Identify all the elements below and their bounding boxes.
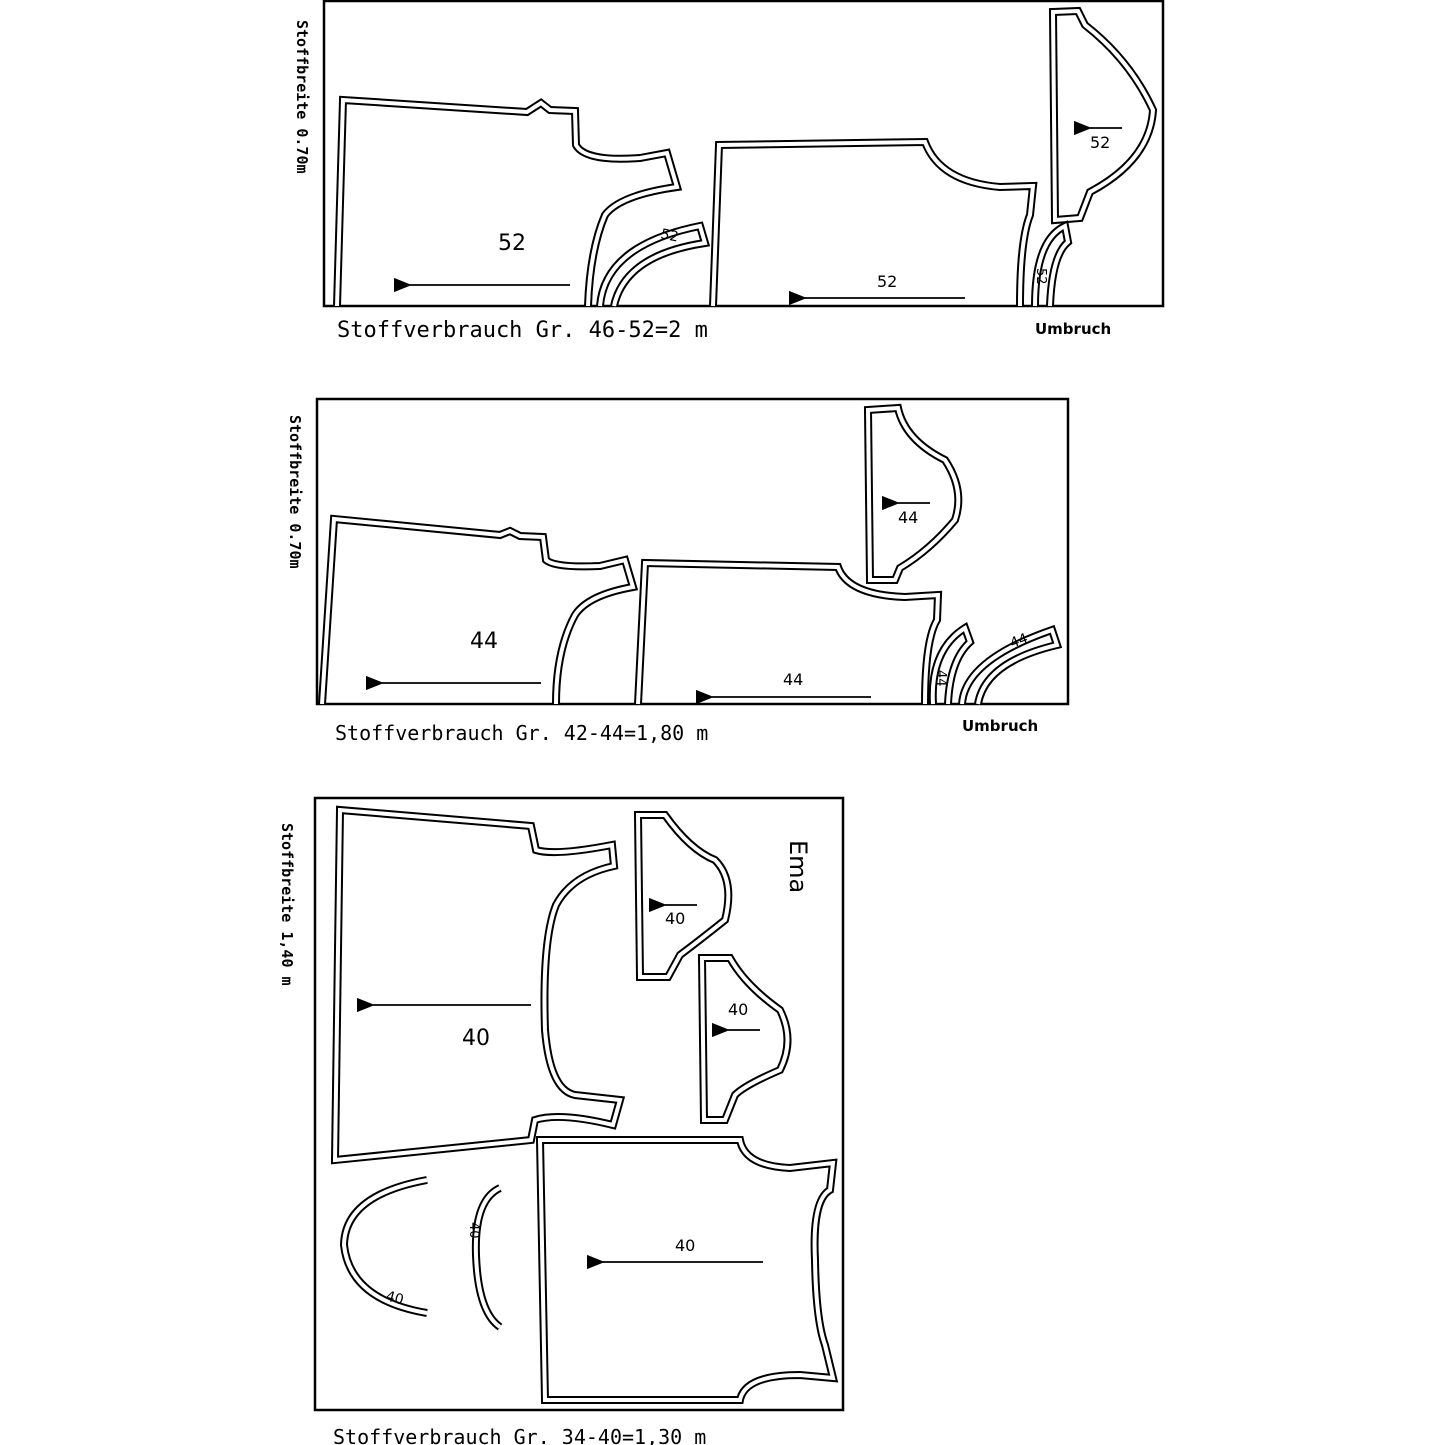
back-size-label: 44 bbox=[783, 670, 803, 689]
back-piece bbox=[634, 558, 943, 705]
sleeve-1-size-label: 40 bbox=[665, 909, 685, 928]
neck-band-piece bbox=[1031, 220, 1073, 307]
sleeve-piece bbox=[1048, 6, 1158, 225]
back-size-label: 40 bbox=[675, 1236, 695, 1255]
piece-outline bbox=[709, 137, 1038, 307]
piece-outline bbox=[697, 954, 792, 1124]
layout-size-42-44: Stoffbreite 0.70m 44 44 44 44 44 Stoffve… bbox=[286, 397, 1070, 745]
piece-outline-inner bbox=[636, 560, 941, 705]
facing-piece bbox=[596, 221, 711, 307]
piece-outline-inner bbox=[930, 624, 973, 705]
piece-outline-inner bbox=[598, 223, 708, 307]
fabric-width-label: Stoffbreite 1,40 m bbox=[278, 823, 296, 986]
piece-outline bbox=[339, 1176, 428, 1317]
piece-outline-inner bbox=[341, 1178, 428, 1315]
back-size-label: 52 bbox=[877, 272, 897, 291]
piece-outline-inner bbox=[960, 627, 1060, 705]
piece-outline-inner bbox=[635, 813, 731, 979]
fabric-frame bbox=[313, 796, 845, 1412]
fabric-width-label: Stoffbreite 0.70m bbox=[293, 20, 311, 174]
layout-size-34-40: Stoffbreite 1,40 m Ema 40 40 40 40 40 40… bbox=[278, 796, 845, 1445]
sleeve-2-size-label: 40 bbox=[728, 1000, 748, 1019]
sleeve-piece-1 bbox=[633, 811, 733, 981]
sleeve-piece bbox=[863, 403, 963, 584]
fabric-consumption: Stoffverbrauch Gr. 42-44=1,80 m bbox=[335, 721, 708, 745]
facing-size-label: 52 bbox=[659, 226, 680, 245]
fabric-consumption: Stoffverbrauch Gr. 46-52=2 m bbox=[337, 318, 708, 343]
fold-label: Umbruch bbox=[962, 717, 1038, 735]
piece-outline bbox=[863, 403, 963, 584]
piece-outline bbox=[535, 1136, 839, 1404]
neck-size-label: 52 bbox=[1033, 268, 1048, 285]
piece-outline-inner bbox=[473, 1186, 502, 1329]
front-piece bbox=[333, 95, 683, 307]
sleeve-size-label: 44 bbox=[898, 508, 918, 527]
neck-size-label: 44 bbox=[933, 670, 948, 687]
facing-piece bbox=[339, 1176, 428, 1317]
sleeve-piece-2 bbox=[697, 954, 792, 1124]
front-piece bbox=[330, 805, 626, 1165]
piece-outline-inner bbox=[865, 405, 961, 582]
piece-outline-inner bbox=[332, 807, 623, 1163]
fabric-consumption: Stoffverbrauch Gr. 34-40=1,30 m bbox=[333, 1425, 706, 1445]
sleeve-size-label: 52 bbox=[1090, 133, 1110, 152]
layout-size-46-52: Stoffbreite 0.70m 52 52 52 52 52 Stoffve… bbox=[293, 0, 1165, 343]
piece-outline-inner bbox=[320, 516, 636, 705]
piece-outline-inner bbox=[537, 1138, 836, 1402]
piece-outline-inner bbox=[711, 139, 1036, 307]
piece-outline-inner bbox=[335, 97, 680, 307]
fabric-width-label: Stoffbreite 0.70m bbox=[286, 415, 304, 569]
neck-band-piece bbox=[928, 621, 975, 705]
piece-outline bbox=[471, 1184, 503, 1331]
piece-outline-inner bbox=[699, 956, 790, 1122]
neck-size-label: 40 bbox=[466, 1222, 481, 1239]
piece-outline bbox=[330, 805, 626, 1165]
front-size-label: 40 bbox=[462, 1026, 490, 1051]
model-name: Ema bbox=[784, 840, 812, 893]
neck-band-piece bbox=[471, 1184, 503, 1331]
fold-label: Umbruch bbox=[1035, 320, 1111, 338]
facing-size-label: 44 bbox=[1008, 631, 1030, 652]
front-size-label: 52 bbox=[498, 231, 526, 256]
back-piece bbox=[535, 1136, 839, 1404]
facing-size-label: 40 bbox=[384, 1288, 405, 1308]
front-piece bbox=[318, 514, 639, 705]
piece-outline-inner bbox=[1050, 8, 1156, 223]
fabric-frame bbox=[322, 0, 1165, 308]
piece-outline bbox=[318, 514, 639, 705]
fabric-frame bbox=[315, 397, 1070, 706]
facing-piece bbox=[958, 624, 1063, 705]
front-size-label: 44 bbox=[470, 629, 498, 654]
piece-outline-inner bbox=[1033, 223, 1071, 307]
back-piece bbox=[709, 137, 1038, 307]
